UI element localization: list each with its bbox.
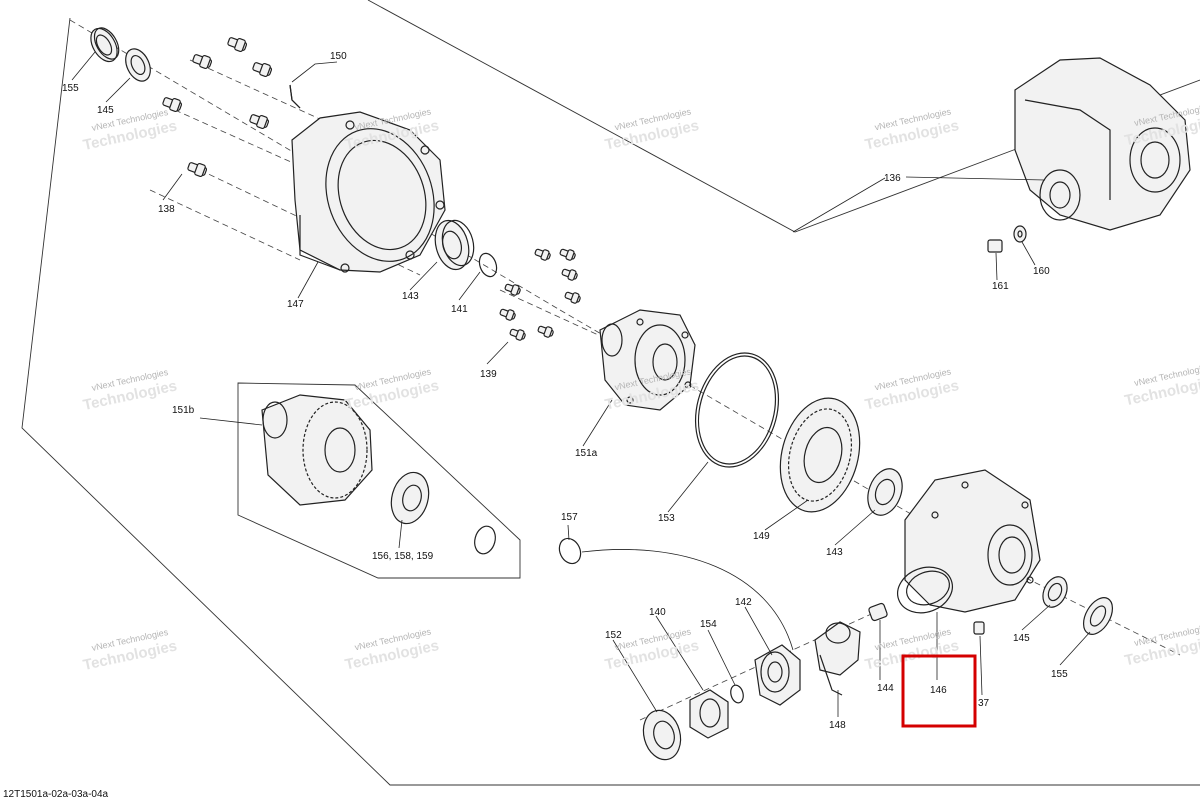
callout-136[interactable]: 136 bbox=[884, 173, 901, 184]
watermark: vNext Technologies Technologies bbox=[1123, 622, 1200, 669]
seal-152 bbox=[642, 709, 682, 761]
nut-140 bbox=[689, 689, 729, 739]
assembled-housing-136 bbox=[1014, 57, 1191, 231]
bearing-143-lower bbox=[867, 468, 903, 516]
bearing-145-lower bbox=[1042, 576, 1068, 608]
bolts-139 bbox=[499, 248, 581, 341]
callout-155-lower[interactable]: 155 bbox=[1051, 669, 1068, 680]
callout-156-158-159[interactable]: 156, 158, 159 bbox=[372, 551, 434, 562]
bolt-161 bbox=[987, 239, 1003, 253]
diagram-id: 12T1501a-02a-03a-04a bbox=[3, 789, 109, 800]
needle-bearing-144 bbox=[868, 602, 888, 622]
seal-155-top bbox=[90, 27, 120, 63]
callout-151a[interactable]: 151a bbox=[575, 448, 598, 459]
differential-151b bbox=[261, 394, 373, 506]
watermark: vNext Technologies Technologies bbox=[863, 626, 960, 673]
o-ring-157 bbox=[558, 537, 794, 651]
callout-labels: 155 145 150 138 147 143 141 139 151a 136… bbox=[62, 51, 1068, 731]
circlip-141 bbox=[478, 252, 498, 278]
callout-154[interactable]: 154 bbox=[700, 619, 717, 630]
callout-143-upper[interactable]: 143 bbox=[402, 291, 419, 302]
circlip-151b bbox=[474, 525, 496, 555]
housing-146 bbox=[897, 469, 1041, 614]
watermark: vNext Technologies Technologies bbox=[343, 366, 440, 413]
watermark: vNext Technologies Technologies bbox=[863, 106, 960, 153]
callout-144[interactable]: 144 bbox=[877, 683, 894, 694]
watermark: vNext Technologies Technologies bbox=[603, 106, 700, 153]
callout-146[interactable]: 146 bbox=[930, 685, 947, 696]
watermark: vNext Technologies Technologies bbox=[82, 627, 179, 674]
bolts-138 bbox=[162, 37, 273, 178]
bearing-142 bbox=[754, 644, 801, 706]
callout-140[interactable]: 140 bbox=[649, 607, 666, 618]
callout-153[interactable]: 153 bbox=[658, 513, 675, 524]
callout-147[interactable]: 147 bbox=[287, 299, 304, 310]
callout-145-top[interactable]: 145 bbox=[97, 105, 114, 116]
callout-161[interactable]: 161 bbox=[992, 281, 1009, 292]
callout-142[interactable]: 142 bbox=[735, 597, 752, 608]
shim-set-156-158-159 bbox=[390, 471, 430, 525]
watermark: vNext Technologies Technologies bbox=[863, 366, 960, 413]
callout-155-top[interactable]: 155 bbox=[62, 83, 79, 94]
ring-gear-149 bbox=[779, 397, 861, 513]
o-ring-153 bbox=[694, 352, 780, 468]
housing-cover-147 bbox=[291, 111, 446, 273]
callout-149[interactable]: 149 bbox=[753, 531, 770, 542]
watermark: vNext Technologies Technologies bbox=[343, 626, 440, 673]
highlight-box-146 bbox=[901, 654, 977, 728]
seal-155-lower bbox=[1082, 597, 1114, 635]
watermark: vNext Technologies Technologies bbox=[1123, 362, 1200, 409]
vent-tube-150 bbox=[289, 84, 301, 109]
callout-160[interactable]: 160 bbox=[1033, 266, 1050, 277]
differential-151a bbox=[599, 309, 696, 411]
callout-141[interactable]: 141 bbox=[451, 304, 468, 315]
pinion-148 bbox=[814, 621, 861, 696]
callout-138[interactable]: 138 bbox=[158, 204, 175, 215]
spacer-154 bbox=[730, 684, 744, 704]
callout-145-lower[interactable]: 145 bbox=[1013, 633, 1030, 644]
callout-151b[interactable]: 151b bbox=[172, 405, 195, 416]
callout-139[interactable]: 139 bbox=[480, 369, 497, 380]
callout-143-lower[interactable]: 143 bbox=[826, 547, 843, 558]
watermark: vNext Technologies Technologies bbox=[82, 367, 179, 414]
washer-160 bbox=[1013, 225, 1027, 243]
callout-148[interactable]: 148 bbox=[829, 720, 846, 731]
plug-37 bbox=[973, 621, 985, 635]
callout-37[interactable]: 37 bbox=[978, 698, 990, 709]
bearing-143-upper bbox=[434, 219, 475, 271]
callout-157[interactable]: 157 bbox=[561, 512, 578, 523]
callout-152[interactable]: 152 bbox=[605, 630, 622, 641]
leader-lines bbox=[71, 51, 1091, 717]
bearing-145-top bbox=[125, 48, 151, 82]
watermark: vNext Technologies Technologies bbox=[82, 107, 179, 154]
subassembly-box-151b bbox=[237, 382, 521, 579]
callout-150[interactable]: 150 bbox=[330, 51, 347, 62]
